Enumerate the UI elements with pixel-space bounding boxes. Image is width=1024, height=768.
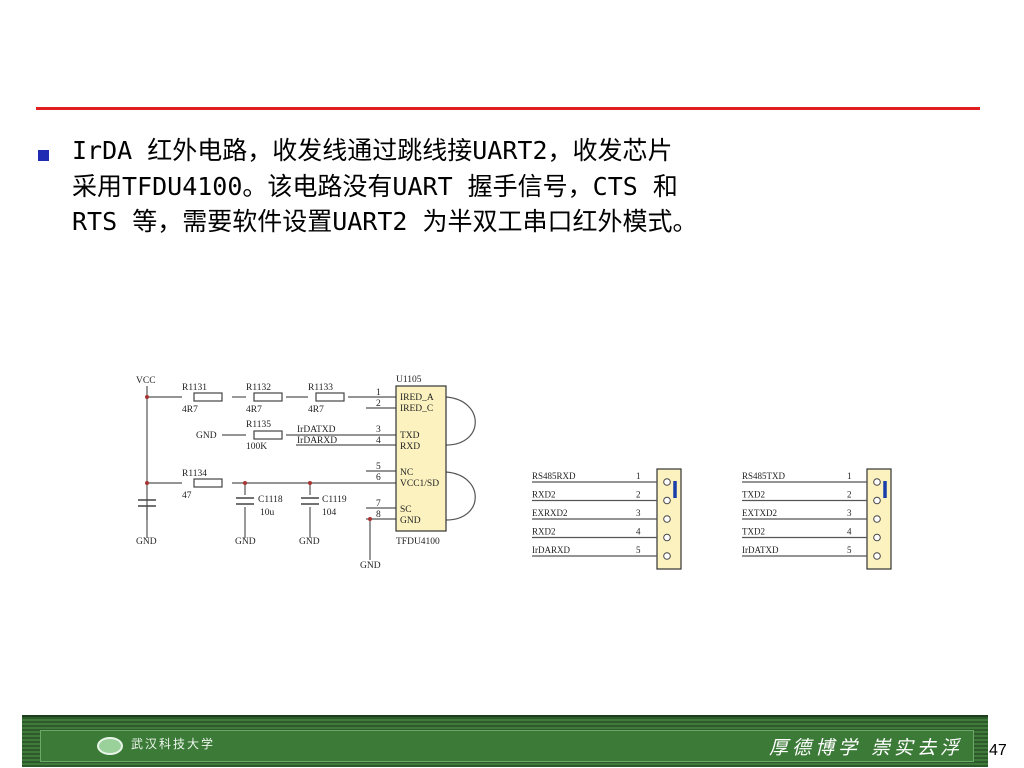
chip-pin-6-number: 6 [376,473,381,483]
university-name: 武汉科技大学 [131,737,216,751]
chip-pin-5-number: 5 [376,462,381,472]
chip-pin-5-name: NC [400,468,413,478]
connector-1-pin-circle-icon-2 [873,496,881,505]
chip-pin-4-number: 4 [376,436,381,446]
resistor-symbols [193,392,345,488]
chip-pin-1-number: 1 [376,388,381,398]
chip-pin-8-name: GND [400,516,421,526]
connector-0-net-label-1: RS485RXD [532,471,576,481]
chip-pin-8-number: 8 [376,510,381,520]
c1119-ref: C1119 [322,495,347,505]
gnd-label-4: GND [360,561,381,571]
bullet-line-2: 采用TFDU4100。该电路没有UART 握手信号，CTS 和 [72,171,678,201]
r1135-value: 100K [246,442,267,452]
c1118-ref: C1118 [258,495,283,505]
r1133-ref: R1133 [308,383,333,393]
c1119-value: 104 [322,508,337,518]
r1132-ref: R1132 [246,383,271,393]
resistor-r1134-icon [193,478,223,488]
university-motto: 厚德博学 崇实去浮 [769,737,964,759]
connector-1-pin-circle-icon-5 [873,552,881,560]
chip-pin-4-name: RXD [400,442,420,452]
resistor-r1135-icon [253,430,283,440]
connector-1-net-label-1: RS485TXD [742,471,786,481]
r1134-value: 47 [182,491,192,501]
resistor-r1132-icon [253,392,283,402]
chip-pin-2-name: IRED_C [400,404,433,414]
chip-pin-1-name: IRED_A [400,393,434,403]
irdatxd-net-label: IrDATXD [297,425,336,435]
connector-0-net-label-4: RXD2 [532,527,556,537]
chip-pin-2-number: 2 [376,399,381,409]
chip-pin-7-number: 7 [376,499,381,509]
page-number: 47 [989,742,1007,759]
gnd-label-1: GND [136,537,157,547]
schematic-wires [146,386,476,560]
connector-1-net-label-2: TXD2 [742,490,765,500]
university-logo-icon [97,737,123,755]
connector-1-pin-number-1: 1 [847,471,852,481]
irdarxd-net-label: IrDARXD [297,436,337,446]
bullet-line-3: RTS 等，需要软件设置UART2 为半双工串口红外模式。 [72,207,698,236]
chip-part-number: TFDU4100 [396,537,440,547]
r1131-value: 4R7 [182,405,198,415]
connector-0-pin-number-3: 3 [636,508,641,518]
connector-0-net-label-2: RXD2 [532,490,556,500]
resistor-r1133-icon [315,392,345,402]
bullet-square-icon [38,150,49,161]
tfdu4100-chip-body [395,385,447,532]
connector-1-pin-number-5: 5 [847,545,852,555]
connector-1-pin-circle-icon-4 [873,533,881,542]
connector-0-pin-circle-icon-5 [663,552,671,560]
connector-0-pin-number-4: 4 [636,527,641,537]
connector-txd-body [866,468,892,570]
bullet-line-1: IrDA 红外电路，收发线通过跳线接UART2，收发芯片 [72,136,673,165]
connector-0-pin-circle-icon-3 [663,515,671,523]
connector-1-net-label-5: IrDATXD [742,545,779,555]
chip-pin-3-name: TXD [400,431,420,441]
connector-0-pin-circle-icon-4 [663,533,671,542]
r1134-ref: R1134 [182,469,207,479]
chip-ref: U1105 [396,375,422,385]
r1131-ref: R1131 [182,383,207,393]
title-divider-rule [36,107,980,110]
irda-schematic-diagram: VCC R1131 4R7 R1132 4R7 R1133 4R7 R1135 … [136,375,892,571]
r1133-value: 4R7 [308,405,324,415]
footer-panel: 武汉科技大学 厚德博学 崇实去浮 [40,730,974,762]
connector-1-net-label-3: EXTXD2 [742,508,777,518]
connector-0-pin-number-5: 5 [636,545,641,555]
junction-dots [145,395,372,521]
chip-pin-3-number: 3 [376,425,381,435]
connector-1-pin-circle-icon-3 [873,515,881,523]
r1132-value: 4R7 [246,405,262,415]
r1135-gnd-label: GND [196,431,217,441]
connector-0-pin-number-1: 1 [636,471,641,481]
capacitor-symbols [138,497,319,507]
connector-1-pin-circle-icon-1 [873,478,881,486]
vcc-label: VCC [136,376,156,386]
connector-0-net-label-5: IrDARXD [532,545,570,555]
connector-0-pin-number-2: 2 [636,490,641,500]
connector-0-pin-circle-icon-2 [663,496,671,505]
connector-1-pin-number-3: 3 [847,508,852,518]
connector-1-pin-number-4: 4 [847,527,852,537]
connector-1-net-label-4: TXD2 [742,527,765,537]
r1135-ref: R1135 [246,420,271,430]
footer-banner: 武汉科技大学 厚德博学 崇实去浮 [22,715,988,767]
chip-pin-6-name: VCC1/SD [400,479,439,489]
bullet-paragraph: IrDA 红外电路，收发线通过跳线接UART2，收发芯片 采用TFDU4100。… [72,133,872,240]
gnd-label-2: GND [235,537,256,547]
connector-1-pin-number-2: 2 [847,490,852,500]
gnd-label-3: GND [299,537,320,547]
connector-0-net-label-3: EXRXD2 [532,508,568,518]
connector-0-pin-circle-icon-1 [663,478,671,486]
chip-pin-7-name: SC [400,505,412,515]
c1118-value: 10u [260,508,275,518]
resistor-r1131-icon [193,392,223,402]
